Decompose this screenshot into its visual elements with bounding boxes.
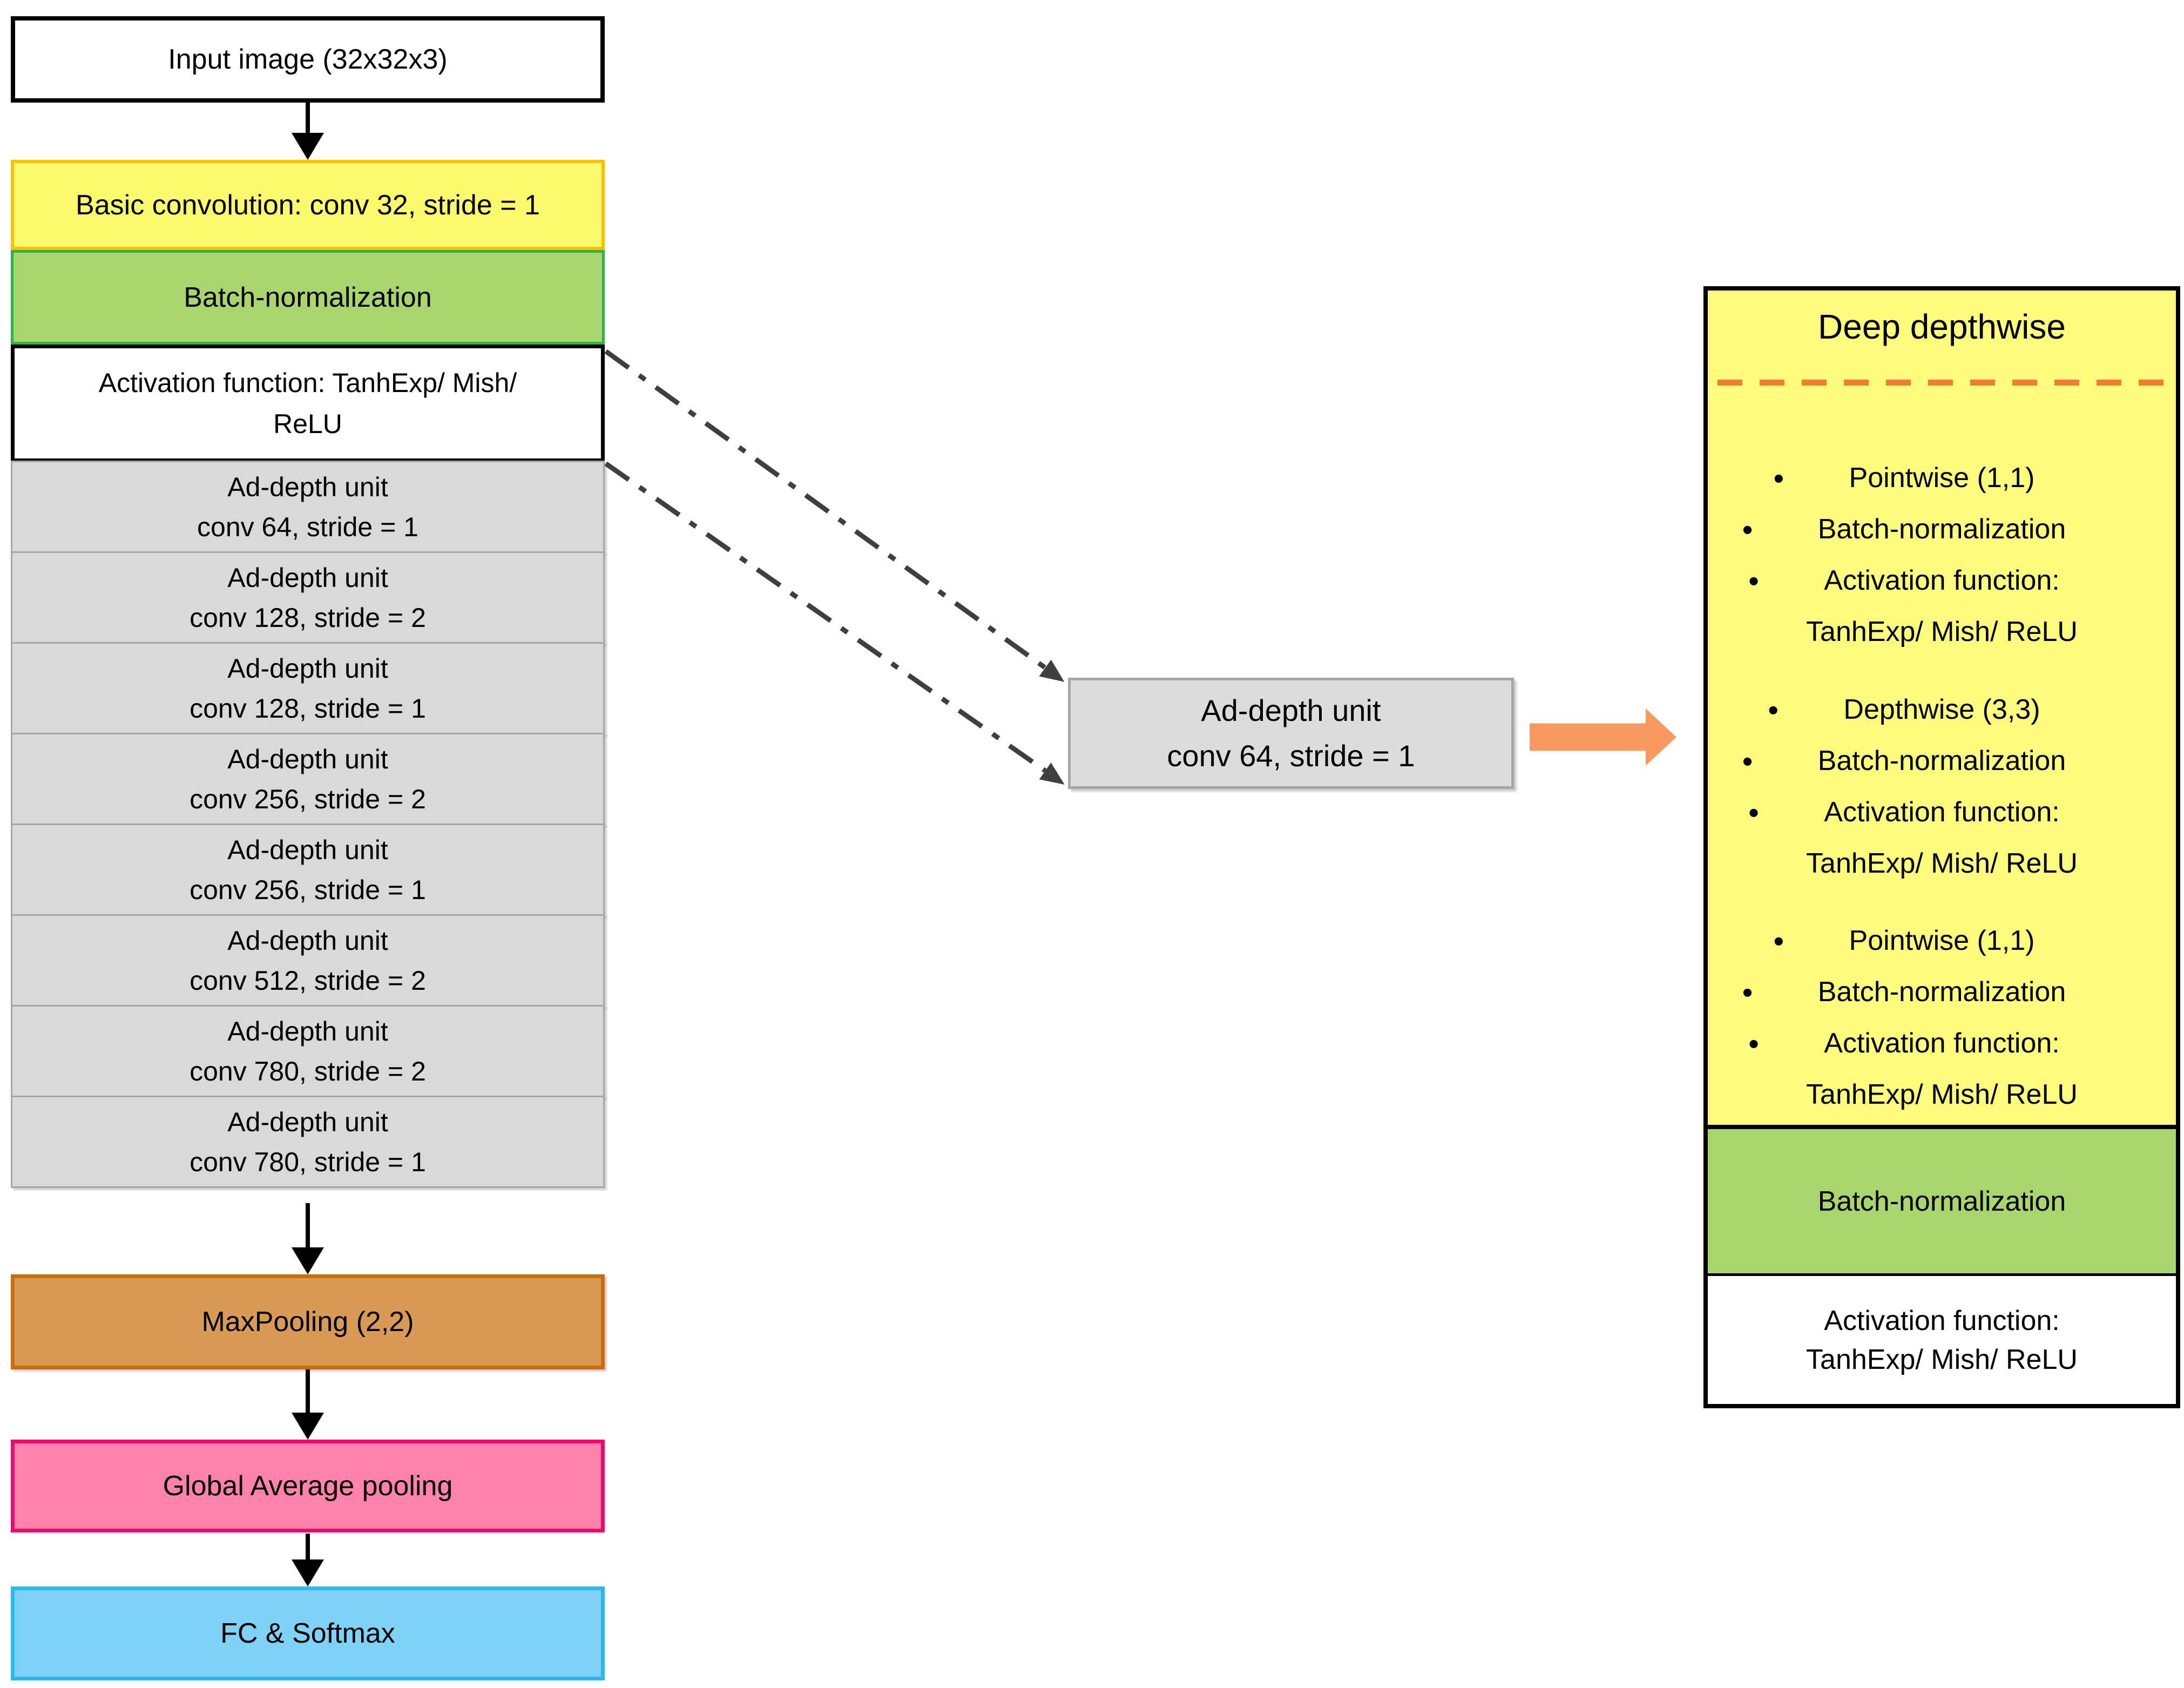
bullet-item-text: Pointwise (1,1): [1774, 915, 2035, 967]
detail-line1: Ad-depth unit: [1201, 693, 1381, 727]
detail-line2: conv 64, stride = 1: [1167, 739, 1415, 773]
bullet-group: Pointwise (1,1)Batch-normalizationActiva…: [1708, 453, 2176, 658]
flow-arrow-stack-to-maxpool: [292, 1203, 324, 1274]
ad-depth-unit-box: Ad-depth unit conv 780, stride = 2: [11, 1005, 605, 1097]
arrow-shaft: [306, 1203, 310, 1251]
arrow-head-icon: [292, 1247, 324, 1274]
bullet-line: TanhExp/ Mish/ ReLU: [1708, 838, 2176, 889]
flow-arrow-input-to-conv: [292, 100, 324, 160]
ad-depth-unit-line2: conv 128, stride = 2: [190, 602, 426, 633]
ad-depth-unit-line1: Ad-depth unit: [227, 562, 388, 593]
ad-depth-unit-line1: Ad-depth unit: [227, 653, 388, 684]
ad-depth-unit-line2: conv 256, stride = 1: [190, 874, 426, 905]
activation-function-box: Activation function: TanhExp/ Mish/ ReLU: [11, 345, 605, 462]
ad-depth-unit-box: Ad-depth unit conv 512, stride = 2: [11, 914, 605, 1007]
ad-depth-unit-line1: Ad-depth unit: [227, 925, 388, 956]
ad-depth-unit-line1: Ad-depth unit: [227, 471, 388, 502]
arrow-head-icon: [292, 133, 324, 160]
bullet-line: Pointwise (1,1): [1708, 915, 2176, 967]
maxpooling-label: MaxPooling (2,2): [201, 1306, 414, 1338]
ad-depth-unit-line1: Ad-depth unit: [227, 834, 388, 865]
ad-depth-unit-box: Ad-depth unit conv 64, stride = 1: [11, 461, 605, 553]
deep-batch-normalization-label: Batch-normalization: [1817, 1185, 2066, 1217]
arrow-shaft: [306, 1534, 310, 1563]
ad-depth-unit-detail-box: Ad-depth unit conv 64, stride = 1: [1068, 678, 1514, 789]
flow-arrow-gap-to-fc: [292, 1534, 324, 1586]
arrow-head-icon: [292, 1559, 324, 1586]
ad-depth-unit-line2: conv 128, stride = 1: [190, 693, 426, 724]
bullet-line: Activation function:: [1708, 787, 2176, 838]
bullet-item-text: Depthwise (3,3): [1768, 684, 2040, 735]
activation-line1: Activation function: TanhExp/ Mish/: [98, 368, 517, 398]
bullet-item-text: Batch-normalization: [1742, 504, 2066, 555]
ad-depth-unit-box: Ad-depth unit conv 256, stride = 2: [11, 733, 605, 825]
deep-depthwise-panel: Deep depthwise Pointwise (1,1)Batch-norm…: [1703, 286, 2180, 1408]
ad-depth-unit-line2: conv 780, stride = 1: [190, 1146, 426, 1177]
ad-depth-unit-line2: conv 64, stride = 1: [197, 511, 418, 542]
arrow-shaft: [306, 1369, 310, 1416]
bullet-item-continuation: TanhExp/ Mish/ ReLU: [1806, 1079, 2078, 1110]
bullet-line: Batch-normalization: [1708, 735, 2176, 787]
arrow-shaft: [306, 100, 310, 136]
bullet-item-continuation: TanhExp/ Mish/ ReLU: [1806, 847, 2078, 879]
bullet-item-text: Batch-normalization: [1742, 967, 2066, 1018]
basic-convolution-label: Basic convolution: conv 32, stride = 1: [76, 189, 540, 221]
deep-depthwise-title: Deep depthwise: [1818, 307, 2066, 346]
global-average-pooling-box: Global Average pooling: [11, 1440, 605, 1532]
bullet-item-text: Activation function:: [1748, 787, 2060, 838]
arrow-head-icon: [1039, 762, 1071, 793]
ad-depth-unit-line1: Ad-depth unit: [227, 1016, 388, 1046]
ad-depth-unit-line2: conv 780, stride = 2: [190, 1056, 426, 1086]
deep-activation-line1: Activation function:: [1824, 1305, 2060, 1336]
maxpooling-box: MaxPooling (2,2): [11, 1274, 605, 1369]
fc-softmax-label: FC & Softmax: [220, 1618, 395, 1649]
input-image-box: Input image (32x32x3): [11, 16, 605, 103]
dashed-divider: [1718, 380, 2166, 386]
bullet-group: Pointwise (1,1)Batch-normalizationActiva…: [1708, 915, 2176, 1120]
deep-activation-bar: Activation function: TanhExp/ Mish/ ReLU: [1703, 1276, 2180, 1408]
deep-activation-line2: TanhExp/ Mish/ ReLU: [1806, 1343, 2078, 1375]
bullet-item-continuation: TanhExp/ Mish/ ReLU: [1806, 616, 2078, 647]
ad-depth-unit-line2: conv 512, stride = 2: [190, 965, 426, 996]
bullet-line: Pointwise (1,1): [1708, 453, 2176, 504]
deep-batch-normalization-bar: Batch-normalization: [1703, 1125, 2180, 1276]
arrow-head-icon: [1039, 659, 1071, 690]
bullet-item-text: Activation function:: [1748, 1018, 2060, 1069]
arrow-head-icon: [292, 1413, 324, 1440]
bullet-line: Depthwise (3,3): [1708, 684, 2176, 735]
fc-softmax-box: FC & Softmax: [11, 1586, 605, 1680]
ad-depth-unit-box: Ad-depth unit conv 780, stride = 1: [11, 1096, 605, 1188]
bullet-line: TanhExp/ Mish/ ReLU: [1708, 606, 2176, 658]
bullet-line: Activation function:: [1708, 1018, 2176, 1069]
ad-depth-unit-box: Ad-depth unit conv 128, stride = 1: [11, 642, 605, 734]
ad-depth-unit-line2: conv 256, stride = 2: [190, 784, 426, 814]
global-average-pooling-label: Global Average pooling: [163, 1470, 453, 1502]
batch-normalization-label: Batch-normalization: [184, 281, 432, 313]
bullet-line: Batch-normalization: [1708, 967, 2176, 1018]
input-image-label: Input image (32x32x3): [168, 44, 448, 75]
activation-line2: ReLU: [273, 409, 342, 439]
batch-normalization-box: Batch-normalization: [11, 250, 605, 345]
bullet-line: Batch-normalization: [1708, 504, 2176, 555]
ad-depth-unit-box: Ad-depth unit conv 256, stride = 1: [11, 823, 605, 916]
bullet-item-text: Batch-normalization: [1742, 735, 2066, 787]
bullet-group: Depthwise (3,3)Batch-normalizationActiva…: [1708, 684, 2176, 889]
basic-convolution-box: Basic convolution: conv 32, stride = 1: [11, 160, 605, 250]
bullet-item-text: Activation function:: [1748, 555, 2060, 606]
ad-depth-unit-line1: Ad-depth unit: [227, 1106, 388, 1137]
bullet-item-text: Pointwise (1,1): [1774, 453, 2035, 504]
block-arrow-icon: [1530, 708, 1676, 766]
bullet-line: TanhExp/ Mish/ ReLU: [1708, 1069, 2176, 1120]
ad-depth-unit-box: Ad-depth unit conv 128, stride = 2: [11, 551, 605, 644]
ad-depth-unit-line1: Ad-depth unit: [227, 744, 388, 774]
bullet-groups: Pointwise (1,1)Batch-normalizationActiva…: [1708, 453, 2176, 1120]
bullet-line: Activation function:: [1708, 555, 2176, 606]
flow-arrow-maxpool-to-gap: [292, 1369, 324, 1440]
